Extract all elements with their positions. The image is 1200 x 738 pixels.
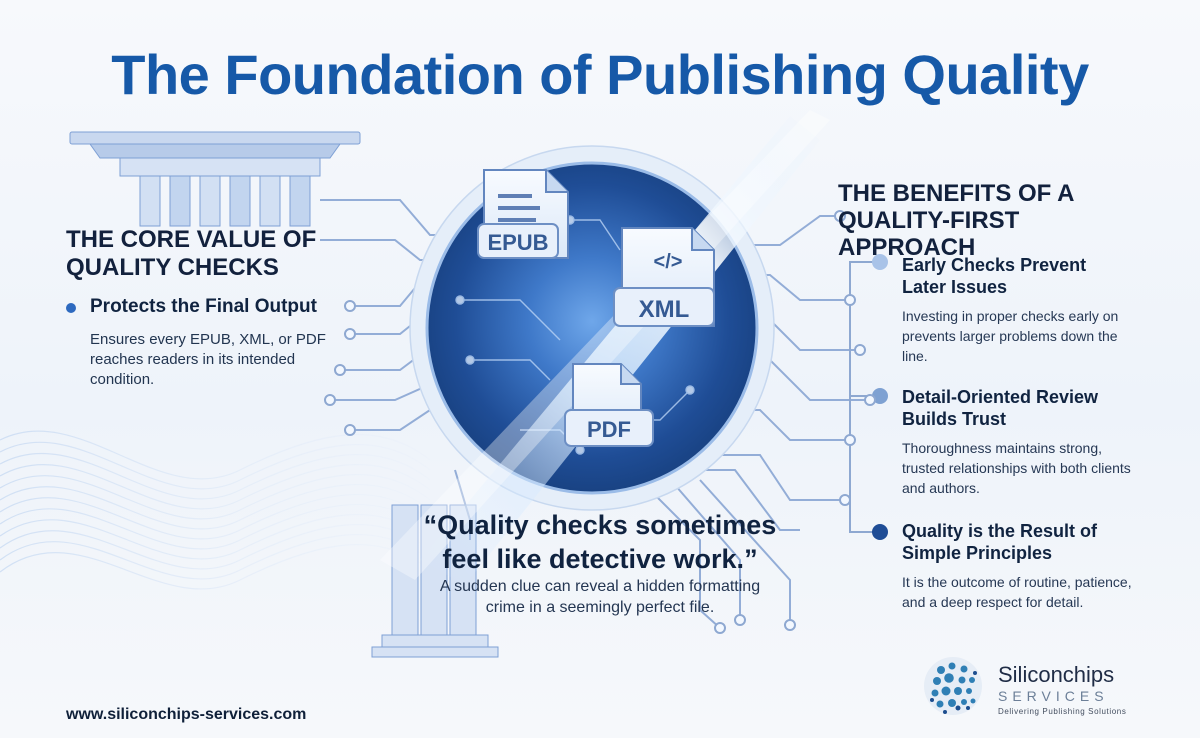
benefit-item: Early Checks Prevent Later Issues Invest… [902,254,1132,366]
wave-pattern [0,430,431,590]
pdf-document-icon [564,363,654,447]
logo-tagline: Delivering Publishing Solutions [998,707,1127,716]
benefit-description: Thoroughness maintains strong, trusted r… [902,440,1131,496]
circuit-nodes [324,210,876,634]
left-benefit-item: Protects the Final Output Ensures every … [66,296,366,390]
website-link[interactable]: www.siliconchips-services.com [66,706,307,723]
left-benefit-title: Protects the Final Output [66,296,366,318]
pillar-top [69,131,361,227]
benefit-title: Detail-Oriented Review Builds Trust [902,387,1099,429]
center-quote-subtext: A sudden clue can reveal a hidden format… [439,578,761,616]
benefit-title: Early Checks Prevent Later Issues [902,255,1087,297]
logo-name: Siliconchips [998,662,1115,687]
left-section-heading: THE CORE VALUE OF QUALITY CHECKS [66,226,317,281]
benefit-description: It is the outcome of routine, patience, … [902,574,1132,610]
center-quote: “Quality checks sometimes feel like dete… [423,510,777,574]
benefit-item: Detail-Oriented Review Builds Trust Thor… [902,386,1132,498]
left-benefit-description: Ensures every EPUB, XML, or PDF reaches … [90,331,326,388]
document-icon [477,169,569,259]
benefit-title: Quality is the Result of Simple Principl… [902,521,1098,563]
right-section-heading: THE BENEFITS OF A QUALITY-FIRST APPROACH [838,180,1074,261]
globe-icon [924,657,982,715]
logo-services: SERVICES [998,688,1109,704]
benefit-description: Investing in proper checks early on prev… [902,308,1119,364]
page-title: The Foundation of Publishing Quality [111,43,1089,106]
company-logo: Siliconchips SERVICES Delivering Publish… [920,658,1150,728]
benefit-item: Quality is the Result of Simple Principl… [902,520,1132,612]
code-icon [613,227,715,327]
